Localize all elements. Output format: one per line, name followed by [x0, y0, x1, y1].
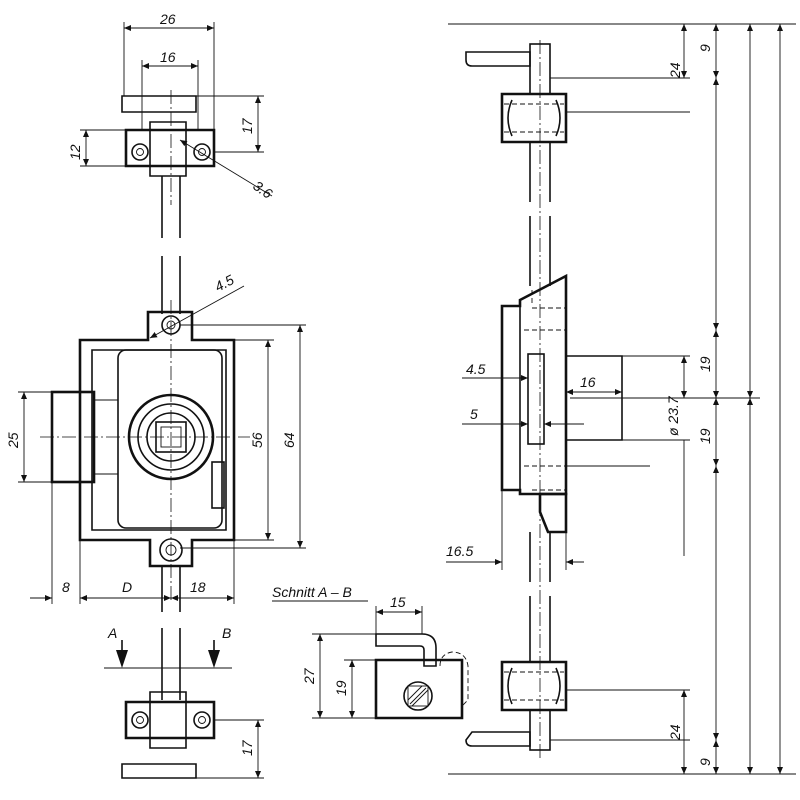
side-dim-9-top: 9 [697, 44, 713, 52]
dim-width-top: 26 [123, 11, 215, 130]
side-dim-16: 16 [580, 374, 596, 390]
dim-case-64: 64 [180, 324, 306, 549]
side-dim-19-lower: 19 [697, 428, 713, 444]
dim-17-label: 17 [239, 117, 255, 134]
dim-64-label: 64 [281, 432, 297, 448]
dim-bracket-height: 17 [196, 95, 264, 153]
dim-bottom-row: 8 D 18 [30, 482, 235, 604]
section-view: Schnitt A – B 15 27 19 [272, 584, 469, 720]
dim-bolt-25: 25 [5, 391, 52, 483]
side-dim-4-5: 4.5 [466, 361, 486, 377]
front-view: 26 16 17 12 3.6 4. [5, 11, 306, 779]
dim-rod-hole-4-5: 4.5 [149, 271, 245, 339]
section-mark-a: A [107, 625, 117, 641]
dim-17-bottom-label: 17 [239, 739, 255, 756]
dim-25-label: 25 [5, 432, 21, 449]
side-dim-24-top: 24 [667, 62, 683, 79]
dim-18-label: 18 [190, 579, 206, 595]
lock-case [40, 300, 250, 600]
section-dim-27: 27 [301, 667, 317, 685]
upper-rod [161, 176, 181, 314]
section-title: Schnitt A – B [272, 584, 352, 600]
side-dim-diameter: ø 23.7 [665, 395, 681, 436]
bottom-bracket [121, 691, 216, 779]
side-view: 24 9 19 19 ø 23.7 24 9 4.5 16 5 16.5 [446, 23, 796, 775]
lower-rod [161, 566, 181, 700]
side-dim-16-5: 16.5 [446, 543, 473, 559]
dim-26-label: 26 [159, 11, 176, 27]
dim-12-label: 12 [67, 144, 83, 160]
dim-bracket-12: 12 [67, 129, 126, 167]
side-dim-5: 5 [470, 406, 478, 422]
dim-case-56: 56 [222, 339, 274, 541]
side-dim-19-upper: 19 [697, 356, 713, 372]
dim-56-label: 56 [249, 432, 265, 448]
dim-width-inner: 16 [141, 49, 199, 130]
section-dim-15: 15 [390, 594, 406, 610]
section-marks: A B [104, 625, 232, 669]
dim-16-label: 16 [160, 49, 176, 65]
dim-d-label: D [122, 579, 132, 595]
side-dim-24-bottom: 24 [667, 724, 683, 741]
side-dim-9-bottom: 9 [697, 758, 713, 766]
section-dim-19: 19 [333, 680, 349, 696]
dim-8-label: 8 [62, 579, 70, 595]
dim-4-5-front-label: 4.5 [212, 271, 237, 294]
dim-3-6-label: 3.6 [250, 177, 275, 201]
dim-bottom-bracket: 17 [196, 719, 264, 779]
section-mark-b: B [222, 625, 231, 641]
top-bracket [121, 90, 216, 205]
